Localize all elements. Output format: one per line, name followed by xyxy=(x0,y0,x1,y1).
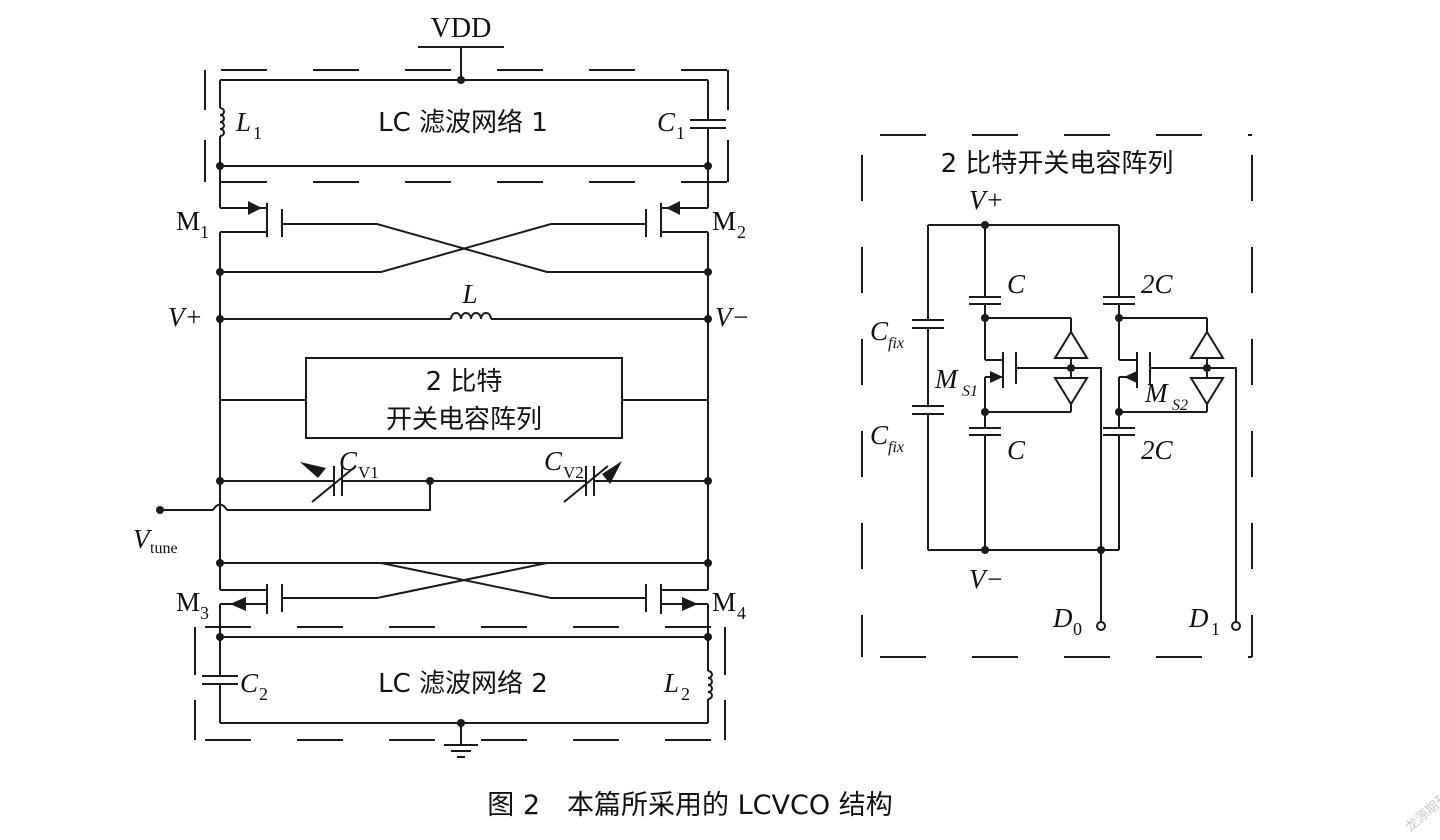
watermark-text: 龙源期刊网 xyxy=(1403,782,1440,835)
m4-subscript: 4 xyxy=(737,603,746,623)
transistor-m2: M 2 xyxy=(645,201,746,242)
d0-terminal xyxy=(1096,621,1106,631)
inverter-s2-bottom xyxy=(1189,377,1225,406)
lc-network-2-label: LC 滤波网络 2 xyxy=(378,669,548,699)
v-minus-label: V− xyxy=(715,302,750,332)
d1-subscript: 1 xyxy=(1211,619,1220,639)
d1-label: D xyxy=(1188,603,1209,633)
tank-inductor-l: L V+ V− xyxy=(168,279,750,332)
inverter-s2-top xyxy=(1189,330,1225,359)
cfix-column: C fix C fix xyxy=(870,225,944,550)
ms1-label: M xyxy=(934,364,959,394)
m2-label: M xyxy=(712,206,736,236)
ms2-label: M xyxy=(1144,378,1169,408)
vtune-subscript: tune xyxy=(150,540,178,557)
m1-subscript: 1 xyxy=(200,222,209,242)
cfix-top-label: C xyxy=(870,316,889,346)
cv2-label: C xyxy=(544,446,563,476)
ms1-subscript: S1 xyxy=(962,383,978,400)
switched-capacitor-array-box: 2 比特 开关电容阵列 xyxy=(220,357,708,439)
v-plus-label: V+ xyxy=(168,302,203,332)
c-bottom-label: C xyxy=(1007,435,1026,465)
m3-label: M xyxy=(176,587,200,617)
d1-terminal xyxy=(1231,621,1241,631)
branch-2c: 2C 2C M S2 D 1 xyxy=(1103,225,1241,639)
l-label: L xyxy=(461,279,477,309)
transistor-m3: M 3 xyxy=(176,584,283,637)
varactor-pair: C V1 C V2 xyxy=(216,446,712,503)
vtune-label: V xyxy=(133,524,153,554)
inductor-l1 xyxy=(219,107,225,137)
inverter-s1-bottom xyxy=(1053,377,1089,406)
c1-label: C xyxy=(657,107,676,137)
cfix-bottom-label: C xyxy=(870,420,889,450)
l1-subscript: 1 xyxy=(253,123,262,143)
d0-label: D xyxy=(1052,603,1073,633)
detail-v-minus: V− xyxy=(969,564,1004,594)
c2-subscript: 2 xyxy=(259,684,268,704)
2c-bottom-label: 2C xyxy=(1141,435,1174,465)
l1-label: L xyxy=(235,107,251,137)
figure-caption: 图 2 本篇所采用的 LCVCO 结构 xyxy=(487,790,892,821)
main-circuit: VDD L 1 C 1 LC 滤波网络 1 xyxy=(133,13,750,758)
sca-box-line1: 2 比特 xyxy=(426,367,503,397)
detail-v-plus: V+ xyxy=(969,185,1004,215)
cfix-bottom-subscript: fix xyxy=(888,439,904,456)
transistor-m1: M 1 xyxy=(176,201,283,242)
cv1-subscript: V1 xyxy=(358,463,379,482)
m3-subscript: 3 xyxy=(200,603,209,623)
ms2-subscript: S2 xyxy=(1172,397,1188,414)
c-top-label: C xyxy=(1007,269,1026,299)
switched-capacitor-detail: 2 比特开关电容阵列 V+ V− C fix C fix xyxy=(861,134,1253,658)
m2-subscript: 2 xyxy=(737,222,746,242)
cv1-label: C xyxy=(339,446,358,476)
lc-filter-network-2: C 2 L 2 LC 滤波网络 2 xyxy=(194,626,726,758)
m4-label: M xyxy=(712,587,736,617)
2c-top-label: 2C xyxy=(1141,269,1174,299)
c2-label: C xyxy=(240,668,259,698)
vtune-input: V tune xyxy=(133,481,431,557)
cfix-top-subscript: fix xyxy=(888,335,904,352)
lower-cross-coupling xyxy=(216,559,712,599)
branch-c: C C M S1 D 0 xyxy=(934,225,1106,639)
l2-label: L xyxy=(663,668,679,698)
lc-filter-network-1: L 1 C 1 LC 滤波网络 1 xyxy=(204,69,729,183)
c1-subscript: 1 xyxy=(676,123,685,143)
transistor-m4: M 4 xyxy=(645,584,746,637)
vdd-label: VDD xyxy=(431,13,492,44)
d0-subscript: 0 xyxy=(1073,619,1082,639)
cv2-subscript: V2 xyxy=(563,463,584,482)
l2-subscript: 2 xyxy=(681,684,690,704)
detail-title: 2 比特开关电容阵列 xyxy=(941,149,1174,179)
inductor-l2 xyxy=(707,670,713,700)
lc-network-1-label: LC 滤波网络 1 xyxy=(378,108,548,138)
inverter-s1-top xyxy=(1053,330,1089,359)
upper-cross-coupling xyxy=(216,223,712,276)
m1-label: M xyxy=(176,206,200,236)
sca-box-line2: 开关电容阵列 xyxy=(386,405,542,435)
vdd-supply: VDD xyxy=(418,13,504,84)
